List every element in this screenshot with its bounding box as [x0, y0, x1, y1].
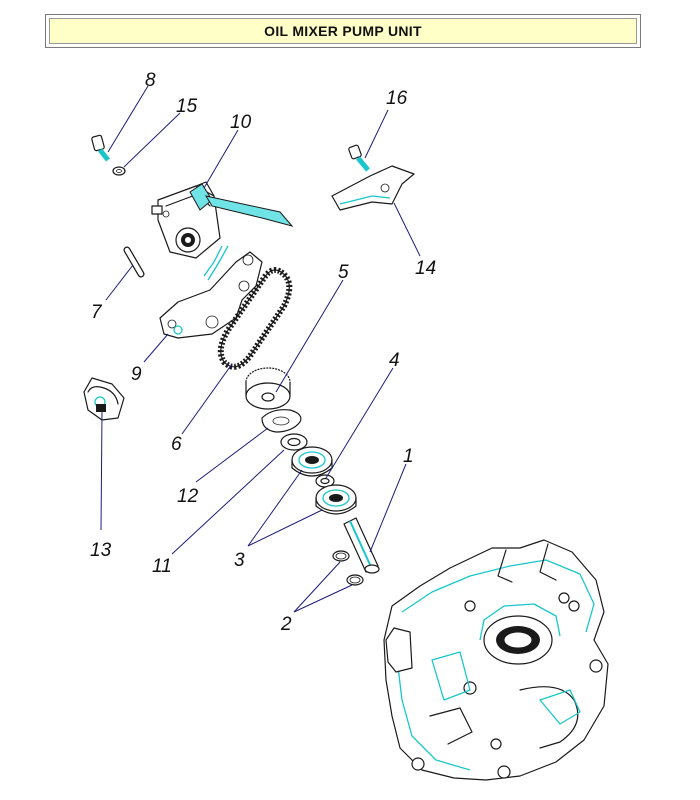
- callout-3: 3: [234, 550, 245, 571]
- diagram-title: OIL MIXER PUMP UNIT: [49, 18, 637, 44]
- part-2-ring-a: [332, 550, 350, 562]
- part-3-bearing-upper: [291, 446, 333, 477]
- callout-2: 2: [280, 614, 292, 635]
- callout-10: 10: [230, 112, 252, 133]
- callout-14: 14: [415, 258, 436, 279]
- part-16-bolt: [348, 144, 370, 172]
- part-3-bearing-lower: [315, 484, 357, 515]
- callout-1: 1: [403, 446, 414, 467]
- part-13-cover: [83, 377, 125, 421]
- callout-12: 12: [177, 486, 199, 507]
- part-8-bolt: [91, 134, 110, 162]
- crankcase-housing: [383, 539, 609, 781]
- callout-7: 7: [91, 302, 103, 323]
- callout-9: 9: [131, 364, 142, 385]
- part-10-oil-pump: [151, 181, 294, 281]
- callout-5: 5: [338, 262, 349, 283]
- part-12-circlip: [261, 409, 302, 433]
- callout-13: 13: [90, 540, 112, 561]
- part-11-washer: [280, 433, 308, 451]
- callout-15: 15: [176, 96, 198, 117]
- part-2-ring-b: [346, 574, 364, 586]
- callout-16: 16: [386, 88, 408, 109]
- callout-8: 8: [145, 70, 156, 91]
- part-1-shaft: [343, 517, 380, 574]
- part-5-pulley: [245, 367, 291, 410]
- part-7-pin: [123, 246, 145, 278]
- callout-6: 6: [171, 434, 182, 455]
- leader-lines: [100, 85, 421, 613]
- callout-11: 11: [152, 556, 172, 577]
- part-6-toothed-belt: [217, 267, 293, 370]
- part-15-washer: [112, 166, 126, 176]
- part-9-bracket: [159, 251, 263, 339]
- callout-4: 4: [389, 350, 400, 371]
- part-14-plate: [331, 165, 415, 211]
- title-frame: OIL MIXER PUMP UNIT: [45, 14, 641, 48]
